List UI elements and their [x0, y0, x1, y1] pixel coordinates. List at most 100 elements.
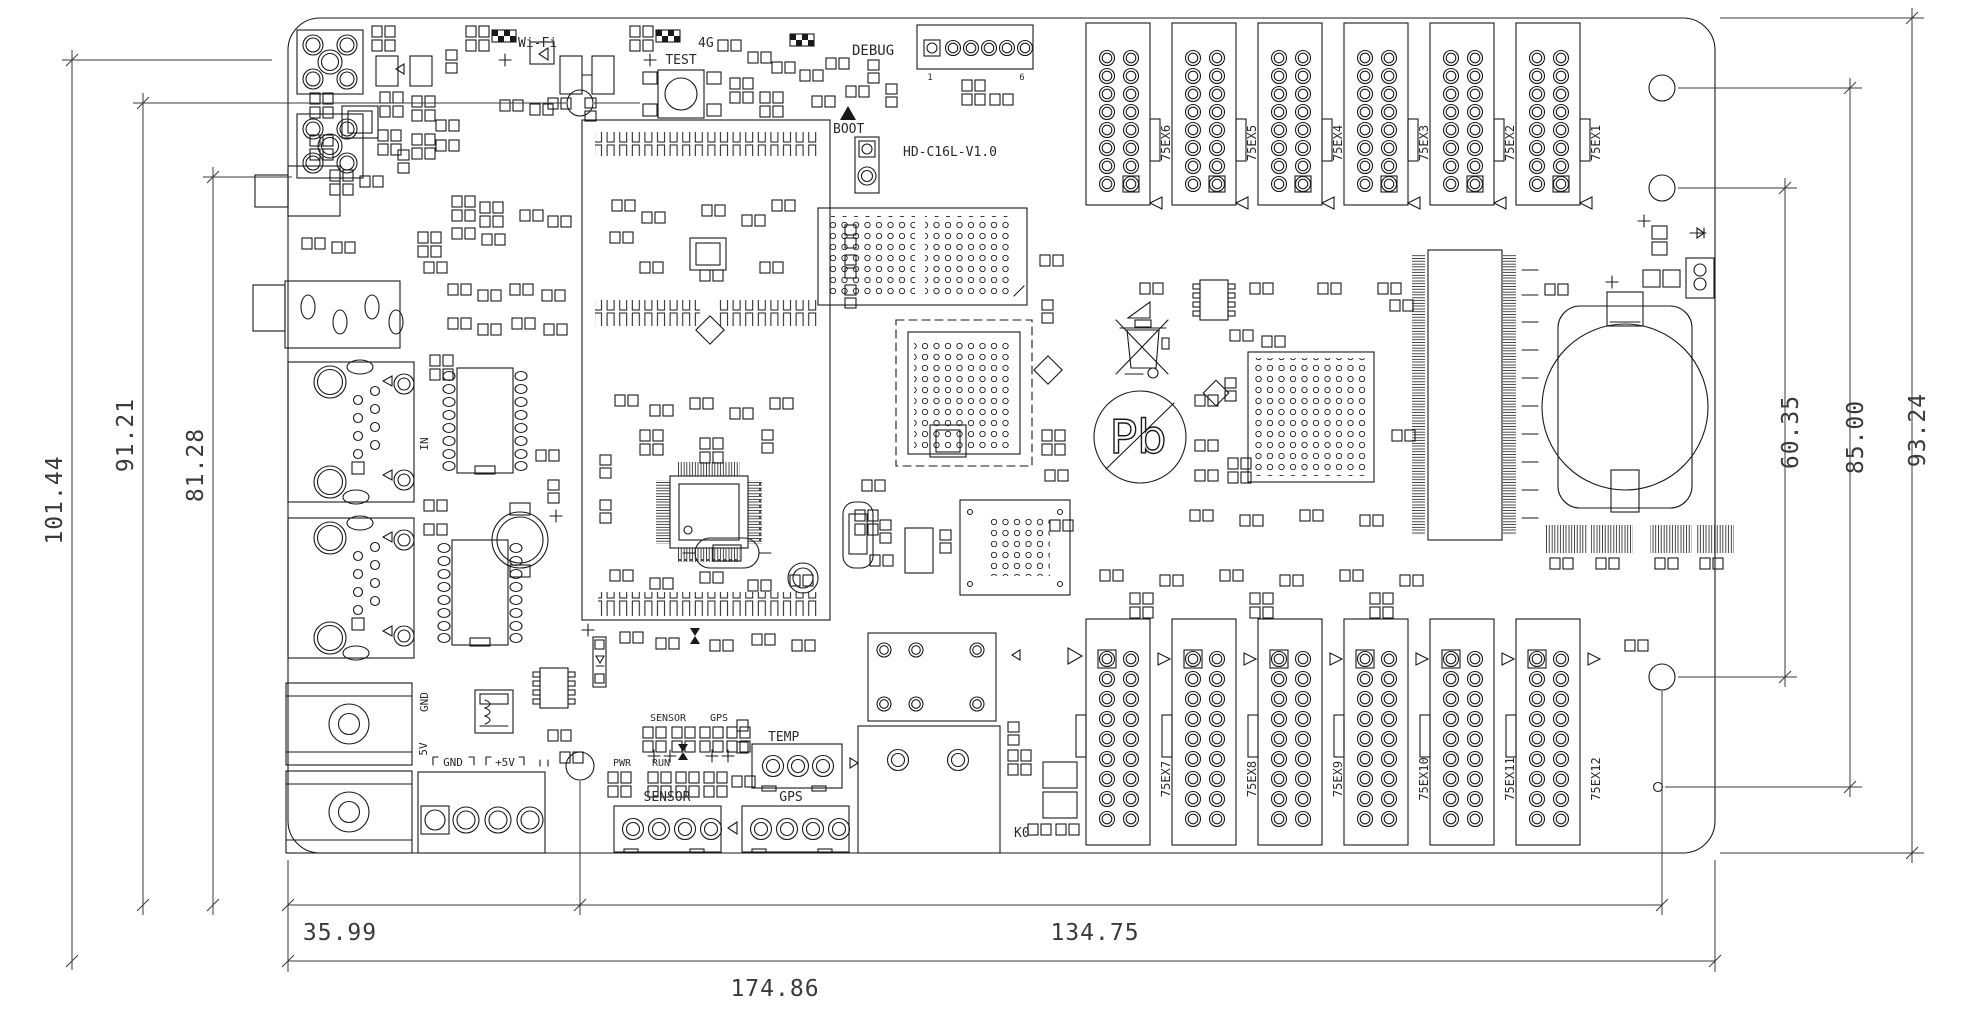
connector-75ex1: 75EX1	[1516, 23, 1603, 209]
board-version-label: HD-C16L-V1.0	[903, 145, 997, 160]
screw-terminal-1	[285, 682, 413, 766]
right-mid-components	[1099, 279, 1649, 652]
dim-left-91-21: 91.21	[113, 93, 150, 915]
connector-label: 75EX6	[1159, 125, 1173, 161]
bottom-mid-parts	[1007, 647, 1084, 836]
temp-connector	[736, 719, 860, 792]
usb-port	[252, 280, 404, 349]
debug-pin1-label: 1	[927, 73, 932, 83]
dim-left-81-28: 81.28	[183, 167, 220, 915]
dim-value: 85.00	[1843, 400, 1869, 474]
sensor-conn-label: SENSOR	[644, 790, 691, 805]
left-center-components	[423, 196, 572, 536]
left-upper-components	[301, 26, 460, 274]
screw-terminal-2	[285, 770, 413, 854]
antenna-pad-block-1	[296, 29, 364, 95]
dim-value: 35.99	[303, 920, 377, 946]
bga-array-main	[695, 300, 1151, 467]
connector-75ex8: 75EX8	[1162, 619, 1259, 845]
connector-75ex3: 75EX3	[1344, 23, 1431, 209]
debug-pin6-label: 6	[1019, 73, 1024, 83]
connector-label: 75EX10	[1417, 757, 1431, 800]
dimension-annotations: 101.44 91.21 81.28 60.35 85.00 93.24 35.…	[42, 8, 1931, 1002]
connector-75ex4: 75EX4	[1258, 23, 1345, 209]
weee-bin-icon	[1115, 319, 1170, 379]
dim-right-93-24: 93.24	[1905, 8, 1931, 863]
connector-75ex12: 75EX12	[1506, 619, 1603, 845]
coin-battery-holder	[1541, 275, 1709, 513]
power-terminal	[417, 756, 549, 854]
4g-label: 4G	[698, 36, 714, 51]
ethernet-transformer-2	[437, 539, 523, 647]
gps-led-label: GPS	[710, 713, 728, 724]
dim-value: 60.35	[1778, 395, 1804, 469]
dim-bottom-segments: 35.99 134.75	[281, 898, 1669, 946]
core-module	[581, 119, 831, 621]
wifi-label: Wi-Fi	[518, 36, 557, 51]
debug-label: DEBUG	[852, 43, 894, 59]
gps-conn-label: GPS	[779, 790, 802, 805]
dim-value: 81.28	[183, 428, 209, 502]
5v-vertical-label: 5V	[417, 742, 430, 756]
connector-75ex5: 75EX5	[1172, 23, 1259, 209]
dim-right-60-35: 60.35	[1778, 178, 1804, 687]
connector-label: 75EX11	[1503, 757, 1517, 800]
dim-bottom-overall: 174.86	[281, 954, 1722, 1002]
connector-75ex6: 75EX6	[1086, 23, 1173, 209]
relay-label: K0	[1014, 826, 1030, 841]
supercap	[491, 502, 563, 578]
5v-label: +5V	[495, 756, 515, 769]
sensor-led-label: SENSOR	[650, 713, 687, 724]
shield-module	[959, 499, 1071, 596]
dim-value: 174.86	[730, 976, 819, 1002]
connector-75ex10: 75EX10	[1334, 619, 1431, 845]
silkscreen-labels: Wi-Fi 4G TEST DEBUG BOOT HD-C16L-V1.0 IN…	[417, 36, 1167, 841]
dim-left-101-44: 101.44	[42, 50, 79, 970]
gnd-label: GND	[443, 756, 463, 769]
bga-array-top	[817, 207, 1028, 306]
relay-k0	[857, 725, 1001, 854]
ethernet-transformer-1	[442, 367, 528, 475]
connector-75ex7: 75EX7	[1076, 619, 1173, 845]
pb-label: Pb	[1110, 410, 1167, 464]
sensor-connector	[613, 805, 738, 854]
memory-chip	[1412, 249, 1539, 541]
dim-right-85-00: 85.00	[1843, 78, 1869, 797]
connector-label: 75EX8	[1245, 761, 1259, 797]
boot-jumper	[840, 106, 880, 194]
test-label: TEST	[665, 53, 696, 68]
mounting-holes	[565, 74, 1676, 793]
connector-label: 75EX3	[1417, 125, 1431, 161]
dim-value: 134.75	[1050, 920, 1139, 946]
edge-comb-pads	[1545, 525, 1734, 570]
connector-75ex11: 75EX11	[1420, 619, 1517, 845]
mid-components	[619, 224, 1074, 652]
dim-value: 93.24	[1905, 393, 1931, 467]
connector-label: 75EX2	[1503, 125, 1517, 161]
run-label: RUN	[652, 758, 670, 769]
connector-label: 75EX1	[1589, 125, 1603, 161]
connector-bank-top: 75EX6 75EX5 75EX4 75EX3 75EX2 75EX1	[1086, 23, 1603, 209]
pb-free-icon	[1093, 390, 1187, 484]
connector-bank-bottom: 75EX7 75EX8 75EX9 75EX10 75EX11 75EX12	[1076, 619, 1603, 845]
connector-label: 75EX5	[1245, 125, 1259, 161]
top-misc-parts	[529, 33, 898, 122]
debug-header	[916, 24, 1034, 106]
relay-transformer	[867, 632, 997, 722]
gnd-vertical-label: GND	[418, 692, 431, 712]
top-right-corner-parts	[1637, 214, 1715, 299]
ethernet-jack-2	[287, 515, 415, 661]
dim-value: 91.21	[113, 398, 139, 472]
temp-label: TEMP	[768, 730, 799, 745]
connector-75ex2: 75EX2	[1430, 23, 1517, 209]
eth-in-label: IN	[418, 437, 431, 450]
gps-connector	[741, 805, 851, 854]
connector-label: 75EX7	[1159, 761, 1173, 797]
bga-array-right	[1247, 351, 1375, 483]
connector-75ex9: 75EX9	[1248, 619, 1345, 845]
boot-label: BOOT	[833, 122, 864, 137]
test-button	[642, 69, 722, 119]
dim-value: 101.44	[42, 455, 68, 544]
